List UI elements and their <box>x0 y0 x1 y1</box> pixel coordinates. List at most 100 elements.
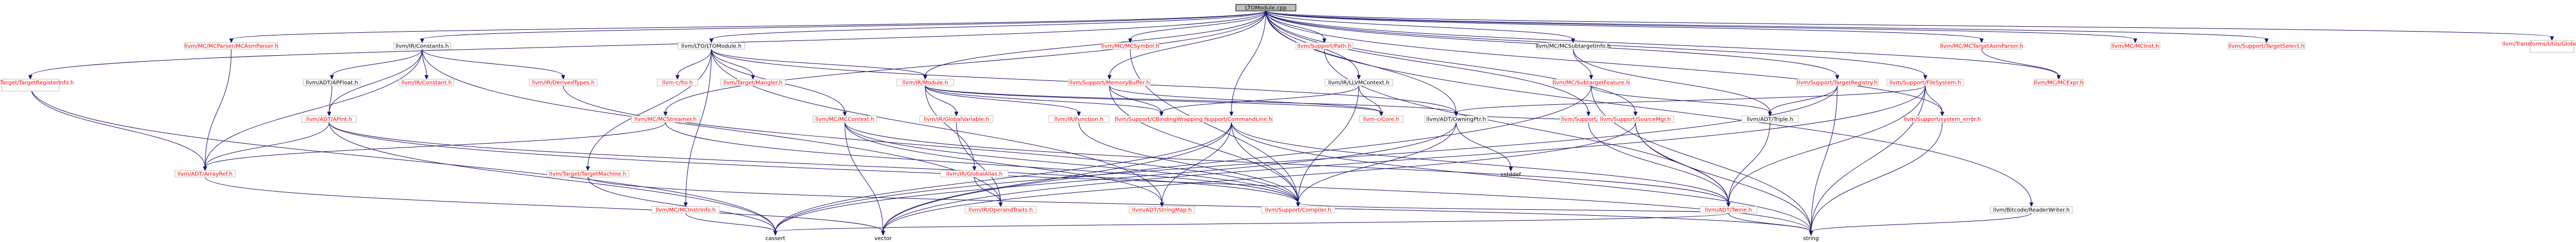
node-box <box>174 170 236 178</box>
node-filesystem[interactable]: llvm/Support/FileSystem.h <box>1886 79 1964 86</box>
node-cstddef[interactable]: cstddef <box>1496 171 1526 178</box>
node-irfunction[interactable]: llvm/IR/Function.h <box>1048 115 1109 123</box>
edge-irconstants-to-operandtraits <box>422 49 1001 204</box>
node-label: llvm/MC/SubtargetFeature.h <box>1553 80 1629 86</box>
node-memorybuffer[interactable]: llvm/Support/MemoryBuffer.h <box>1068 79 1151 86</box>
node-irconstant[interactable]: llvm/IR/Constant.h <box>399 79 454 86</box>
node-box <box>1886 79 1964 86</box>
node-derivedtypes[interactable]: llvm/IR/DerivedTypes.h <box>529 79 598 86</box>
edge-derivedtypes-to-compiler <box>563 85 1299 204</box>
node-mcinstinfo[interactable]: llvm/MC/MCInstrInfo.h <box>651 206 720 214</box>
node-targetregistry[interactable]: llvm/Support/TargetRegistry.h <box>1796 79 1879 86</box>
node-box <box>657 79 698 86</box>
node-label: llvm/Support/Path.h <box>1298 44 1352 50</box>
edge-owningptr-to-cstddef <box>1456 122 1511 168</box>
node-targetselect[interactable]: llvm/Support/TargetSelect.h <box>2228 42 2305 50</box>
node-label: llvm/Support/CommandLine.h <box>1190 117 1272 123</box>
edge-path-to-twine <box>1324 49 1729 204</box>
edge-arrowhead-mccontext-to-twine <box>1726 202 1731 208</box>
node-globalalias[interactable]: llvm/IR/GlobalAlias.h <box>940 170 1009 178</box>
node-llvmcontext[interactable]: llvm/IR/LLVMContext.h <box>1324 79 1393 86</box>
node-operandtraits[interactable]: llvm/IR/OperandTraits.h <box>965 206 1037 214</box>
node-readerwriter[interactable]: llvm/Bitcode/ReaderWriter.h <box>1990 206 2073 214</box>
edge-commandline-to-stringmap <box>1161 122 1232 204</box>
node-compiler[interactable]: llvm/Support/Compiler.h <box>1261 206 1335 214</box>
node-box <box>1115 115 1208 123</box>
node-label: llvm/ADT/ArrayRef.h <box>178 172 233 178</box>
node-string[interactable]: string <box>1799 235 1823 242</box>
node-mcasmparser[interactable]: llvm/MC/MCParser/MCAsmParser.h <box>184 42 278 50</box>
node-label: llvm/MC/MCExpr.h <box>2034 80 2083 86</box>
edge-targetregistry-to-cassert <box>775 85 1838 232</box>
node-cbindingwrapping[interactable]: llvm/Support/CBindingWrapping.h <box>1115 115 1208 123</box>
edge-mcsymbol-to-compiler <box>1130 49 1299 204</box>
node-label: cstddef <box>1501 172 1521 178</box>
node-targetregister[interactable]: llvm/Target/TargetRegisterInfo.h <box>0 79 74 92</box>
edge-arrowhead-globalalias-to-operandtraits <box>998 202 1003 208</box>
node-irconstants[interactable]: llvm/IR/Constants.h <box>393 42 451 50</box>
node-llvmccore[interactable]: llvm-c/Core.h <box>1359 115 1404 123</box>
node-label: llvm/Transforms/Utils/GlobalStatus.h <box>2502 42 2576 48</box>
node-owningptr[interactable]: llvm/ADT/OwningPtr.h <box>1424 115 1488 123</box>
node-targetmachine[interactable]: llvm/Target/TargetMachine.h <box>546 170 629 178</box>
node-box <box>2110 42 2160 50</box>
node-sourcemgr[interactable]: llvm/Support/SourceMgr.h <box>1597 115 1674 123</box>
node-mcsymbol[interactable]: llvm/MC/MCSymbol.h <box>1101 42 1159 50</box>
edge-targetmachine-to-cassert <box>587 176 776 232</box>
edge-root-to-mcsymbol <box>1130 10 1266 40</box>
edge-layer <box>28 10 2554 236</box>
node-box <box>1101 42 1159 50</box>
node-apfloat[interactable]: llvm/ADT/APFloat.h <box>303 79 361 86</box>
edge-arrowhead-targetmachine-to-string <box>1809 231 1813 236</box>
node-mcinst[interactable]: llvm/MC/MCInst.h <box>2110 42 2160 50</box>
edge-arrowhead-sourcemgr-to-owningptr <box>1454 111 1458 117</box>
node-llvmcltoh[interactable]: llvm-c/lto.h <box>657 79 698 86</box>
node-root[interactable]: LTOModule.cpp <box>1235 4 1296 11</box>
node-mangler[interactable]: llvm/Target/Mangler.h <box>720 79 786 86</box>
edge-arrowhead-irmodule-to-irfunction <box>1077 111 1081 117</box>
edge-arrowhead-mcinstinfo-to-cassert <box>773 231 778 236</box>
node-box <box>651 206 720 214</box>
edge-host-to-twine <box>1588 122 1729 204</box>
node-label: llvm/Support/system_error.h <box>1903 117 1981 123</box>
edge-arrowhead-root-to-llvmcontext <box>1357 75 1361 80</box>
edge-ltomodule_h-to-irmodule <box>711 49 926 76</box>
edge-root-to-host <box>1265 10 1589 113</box>
node-systemerror[interactable]: llvm/Support/system_error.h <box>1903 115 1981 123</box>
node-mccontext[interactable]: llvm/MC/MCContext.h <box>813 115 877 123</box>
node-box <box>940 170 1009 178</box>
node-label: llvm-c/lto.h <box>662 80 693 86</box>
node-box <box>301 115 357 123</box>
node-label: llvm/IR/GlobalAlias.h <box>946 172 1002 178</box>
node-mcsubtargetinfo[interactable]: llvm/MC/MCSubtargetInfo.h <box>1536 42 1611 50</box>
edge-mcstreamer-to-compiler <box>665 122 1299 204</box>
node-triple[interactable]: llvm/ADT/Triple.h <box>1741 115 1799 123</box>
edge-filesystem-to-string <box>1810 85 1926 232</box>
node-arrayref[interactable]: llvm/ADT/ArrayRef.h <box>174 170 236 178</box>
node-mcsubtargetfeature[interactable]: llvm/MC/SubtargetFeature.h <box>1552 79 1630 86</box>
edge-filesystem-to-twine <box>1728 85 1926 204</box>
edge-apfloat-to-apint <box>329 85 332 113</box>
node-mcexpr[interactable]: llvm/MC/MCExpr.h <box>2034 79 2084 86</box>
node-path[interactable]: llvm/Support/Path.h <box>1295 42 1353 50</box>
node-cassert[interactable]: cassert <box>763 235 787 242</box>
node-box <box>677 42 745 50</box>
node-ltomodule_h[interactable]: llvm/LTO/LTOModule.h <box>677 42 745 50</box>
edge-mccontext-to-twine <box>844 122 1729 204</box>
node-label: llvm/IR/Module.h <box>902 80 948 86</box>
node-mctargetasmparser[interactable]: llvm/MC/MCTargetAsmParser.h <box>1940 42 2023 50</box>
node-globalstatus[interactable]: llvm/Transforms/Utils/GlobalStatus.h <box>2502 40 2576 53</box>
node-globalvariable[interactable]: llvm/IR/GlobalVariable.h <box>919 115 994 123</box>
edge-arrowhead-apfloat-to-apint <box>327 111 331 117</box>
node-twine[interactable]: llvm/ADT/Twine.h <box>1699 206 1757 214</box>
node-mcstreamer[interactable]: llvm/MC/MCStreamer.h <box>631 115 700 123</box>
edge-arrowhead-root-to-irconstants <box>420 38 424 44</box>
edge-targetregister-to-cassert <box>30 85 776 232</box>
node-box <box>1424 115 1488 123</box>
node-apint[interactable]: llvm/ADT/APInt.h <box>301 115 357 123</box>
node-box <box>303 79 361 86</box>
node-stringmap[interactable]: llvm/ADT/StringMap.h <box>1129 206 1195 214</box>
edge-arrowhead-root-to-readerwriter <box>2029 202 2034 208</box>
node-vector[interactable]: vector <box>871 235 895 242</box>
node-irmodule[interactable]: llvm/IR/Module.h <box>896 79 954 86</box>
